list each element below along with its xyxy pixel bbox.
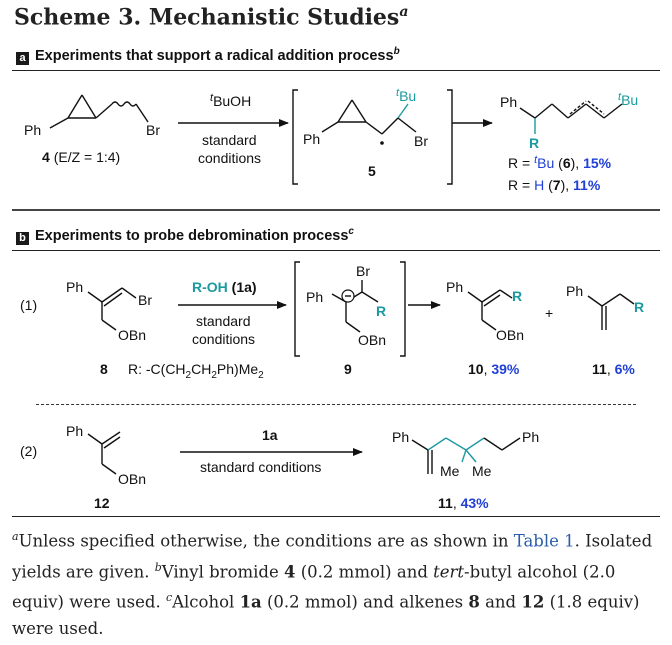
panel-a-conditions-line2: conditions (198, 150, 261, 166)
substrate-12-ph: Ph (66, 423, 83, 439)
table-1-link[interactable]: Table 1 (513, 531, 575, 551)
intermediate-9-br: Br (356, 263, 370, 279)
product-11-structure (587, 293, 635, 330)
substrate-4-structure (49, 94, 149, 129)
product-11-exp2-me2: Me (472, 463, 492, 479)
product-11-ph: Ph (566, 283, 583, 299)
intermediate-9-ph: Ph (306, 289, 323, 305)
substrate-12-obn: OBn (118, 471, 146, 487)
product-10-obn: OBn (496, 327, 524, 343)
intermediate-9-bracket (294, 261, 406, 357)
panel-a-reagent: tBuOH (210, 92, 251, 109)
substrate-8-obn: OBn (118, 327, 146, 343)
intermediate-5-tbu: tBu (396, 87, 416, 104)
scheme-title: Scheme 3. Mechanistic Studiesa (14, 4, 409, 31)
intermediate-9-label: 9 (344, 361, 352, 377)
intermediate-9-r: R (376, 303, 386, 319)
substrate-4-br: Br (146, 122, 160, 138)
product-10-structure (467, 289, 513, 331)
substrate-4-ph: Ph (24, 122, 41, 138)
r-definition: R: -C(CH2CH2Ph)Me2 (128, 361, 264, 381)
exp1-reagent: R-OH (1a) (192, 279, 257, 295)
scheme-bottom-rule (12, 516, 660, 517)
product-11-exp2-me1: Me (440, 463, 460, 479)
experiment-divider (36, 404, 636, 405)
result-6: R = tBu (6), 15% (508, 154, 612, 171)
plus-sign: + (545, 305, 553, 321)
product-6-7-ph: Ph (500, 94, 517, 110)
intermediate-5-ph: Ph (303, 131, 320, 147)
panel-b-top-rule (12, 250, 660, 251)
exp2-conditions: standard conditions (200, 459, 321, 475)
substrate-8-ph: Ph (66, 279, 83, 295)
substrate-12-label: 12 (94, 495, 110, 511)
intermediate-5-structure (321, 99, 417, 135)
intermediate-5-br: Br (414, 133, 428, 149)
radical-dot (380, 141, 384, 145)
exp1-conditions-line1: standard (196, 313, 250, 329)
product-10-r: R (512, 288, 522, 304)
panel-a-top-rule (12, 70, 660, 71)
panel-a-badge: a (16, 51, 29, 65)
product-6-7-r: R (529, 135, 539, 151)
product-11-exp2-caption: 11, 43% (438, 495, 489, 511)
product-11-r: R (634, 299, 644, 315)
substrate-8-label: 8 (100, 361, 108, 377)
substrate-8-br: Br (138, 292, 152, 308)
product-6-7-tbu: tBu (618, 91, 638, 108)
intermediate-9-structure (331, 280, 379, 333)
product-11-exp2-ph-left: Ph (392, 429, 409, 445)
product-11-exp2-structure (411, 437, 521, 474)
reaction-scheme: Ph Br 4 (E/Z = 1:4) tBuOH standard condi… (20, 87, 644, 511)
intermediate-5-label: 5 (368, 163, 376, 179)
panel-b-badge: b (16, 231, 29, 245)
exp2-number: (2) (20, 443, 37, 459)
intermediate-9-obn: OBn (358, 332, 386, 348)
product-11-exp2-ph-right: Ph (522, 429, 539, 445)
panel-a-conditions-line1: standard (202, 132, 256, 148)
exp2-reagent: 1a (262, 427, 278, 443)
product-6-7-structure (519, 100, 623, 134)
exp1-conditions-line2: conditions (192, 331, 255, 347)
scheme-footnotes: aUnless specified otherwise, the conditi… (12, 530, 653, 638)
exp1-number: (1) (20, 297, 37, 313)
substrate-4-caption: 4 (E/Z = 1:4) (42, 149, 120, 165)
intermediate-5-bracket (292, 89, 453, 185)
substrate-8-structure (87, 287, 137, 331)
product-11-caption: 11, 6% (592, 361, 635, 377)
panel-divider (12, 209, 660, 211)
product-10-ph: Ph (446, 279, 463, 295)
result-7: R = H (7), 11% (508, 177, 601, 193)
product-10-caption: 10, 39% (468, 361, 520, 377)
substrate-12-structure (87, 431, 121, 475)
